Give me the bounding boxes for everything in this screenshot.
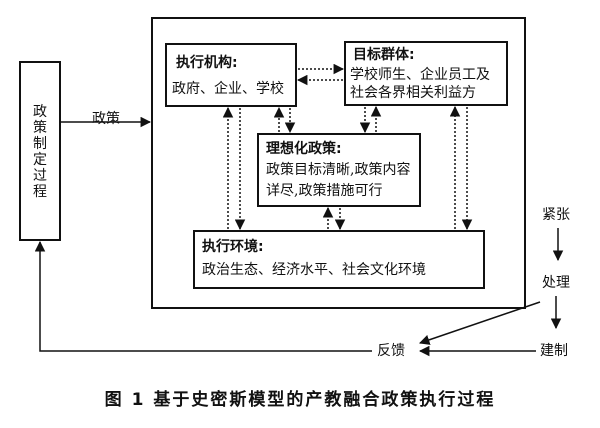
handling-to-feedback-arrow: [419, 301, 541, 345]
figure-caption: 图 1 基于史密斯模型的产教融合政策执行过程: [104, 390, 496, 410]
target-group-line2: 社会各界相关利益方: [350, 85, 476, 101]
feedback-loop-arrow: [34, 240, 372, 352]
construction-label: 建制: [540, 343, 568, 359]
environment-title: 执行环境:: [202, 239, 264, 255]
policy-making-label: 政策制定过程: [33, 104, 47, 200]
policy-making-box: [19, 61, 61, 241]
ideal-policy-line2: 详尽,政策措施可行: [266, 183, 383, 199]
target-group-line1: 学校师生、企业员工及: [350, 67, 490, 83]
environment-box: [193, 230, 485, 289]
exec-body-title: 执行机构:: [176, 55, 238, 71]
feedback-label: 反馈: [377, 343, 405, 359]
exec-body-box: [165, 43, 297, 107]
target-group-title: 目标群体:: [353, 47, 415, 63]
outer-frame: [151, 17, 526, 309]
ideal-policy-box: [257, 133, 421, 207]
handling-label: 处理: [542, 275, 570, 291]
policy-arrow-label: 政策: [92, 111, 120, 127]
ideal-policy-line1: 政策目标清晰,政策内容: [266, 162, 411, 178]
environment-content: 政治生态、经济水平、社会文化环境: [202, 262, 426, 278]
tension-label: 紧张: [542, 207, 570, 223]
ideal-policy-title: 理想化政策:: [266, 141, 342, 157]
exec-body-content: 政府、企业、学校: [172, 81, 284, 97]
target-group-box: [344, 41, 508, 106]
